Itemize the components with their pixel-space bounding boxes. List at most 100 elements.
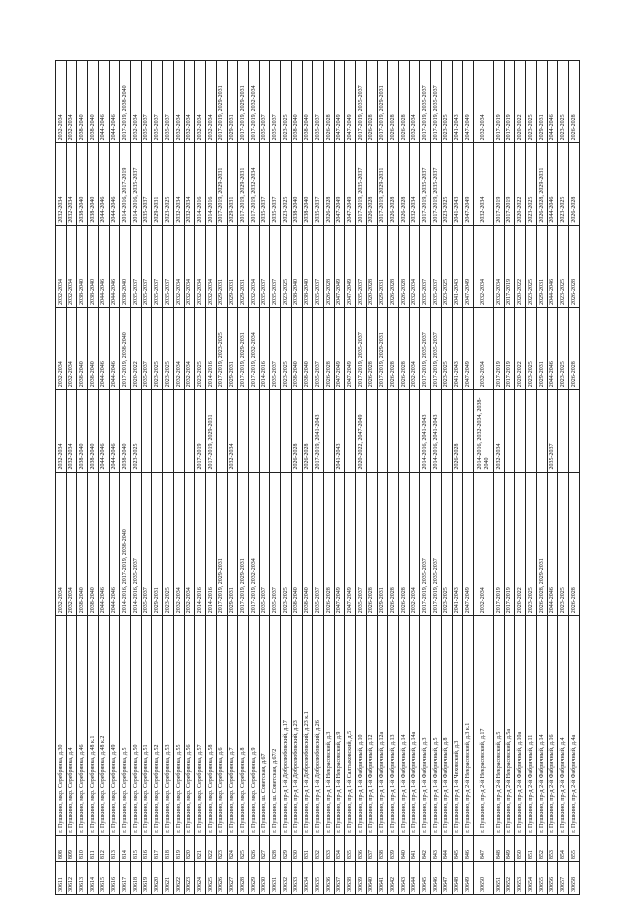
record-id-cell: 30658: [568, 861, 580, 895]
record-id-cell: 30631: [269, 861, 281, 895]
address-cell: г. Пушкино, пр-д 1-й Фабричный, д.12а: [377, 615, 388, 836]
period-cell-5: 2017-2019: [504, 142, 515, 226]
row-number-cell: 836: [355, 835, 367, 862]
period-cell-4: 2035-2037: [430, 225, 442, 308]
period-cell-3: 2032-2034: [55, 307, 67, 390]
row-number-cell: 809: [66, 835, 77, 862]
row-number-cell: 849: [504, 835, 515, 862]
address-cell: г. Пушкино, пр-д 2-й Фабричный, д.4а: [568, 615, 580, 836]
row-number-cell: 847: [473, 835, 494, 862]
period-cell-3: 2017-2019: [493, 307, 505, 390]
period-cell-3: 2017-2019, 2029-2031: [377, 307, 388, 390]
period-cell-2: 2017-2019: [194, 389, 206, 473]
row-number-cell: 828: [269, 835, 281, 862]
record-id-cell: 30653: [514, 861, 526, 895]
row-number-cell: 838: [377, 835, 388, 862]
address-cell: г. Пушкино, мкр. Серебрянка, д.48 к.1: [87, 615, 99, 836]
period-cell-4: 2017-2019: [504, 225, 515, 308]
period-cell-2: 2038-2040: [76, 389, 88, 473]
period-cell-2: [398, 389, 410, 473]
period-cell-3: 2038-2040: [76, 307, 88, 390]
record-id-cell: 30656: [547, 861, 558, 895]
period-cell-1: 2035-2037: [141, 472, 152, 616]
period-cell-1: 2014-2016, 2035-2037: [130, 472, 142, 616]
period-cell-6: 2017-2019: [493, 60, 505, 143]
row-number-cell: 855: [568, 835, 580, 862]
period-cell-3: 2032-2034: [173, 307, 185, 390]
period-cell-1: 2044-2046: [98, 472, 110, 616]
record-id-cell: 30613: [76, 861, 88, 895]
period-cell-5: 2044-2046: [98, 142, 110, 226]
period-cell-2: [557, 389, 569, 473]
period-cell-2: [525, 389, 537, 473]
period-cell-4: 2032-2034: [473, 225, 494, 308]
period-cell-4: 2044-2046: [547, 225, 558, 308]
period-cell-2: [151, 389, 163, 473]
period-cell-3: 2029-2031: [227, 307, 238, 390]
period-cell-5: 2035-2037: [259, 142, 270, 226]
period-cell-4: 2023-2025: [441, 225, 453, 308]
record-id-cell: 30626: [216, 861, 227, 895]
record-id-cell: 30624: [194, 861, 206, 895]
period-cell-1: 2029-2031: [377, 472, 388, 616]
row-number-cell: 822: [205, 835, 217, 862]
row-number-cell: 842: [419, 835, 431, 862]
period-cell-3: 2017-2019, 2032-2034: [248, 307, 260, 390]
period-cell-5: 2041-2043: [452, 142, 463, 226]
period-cell-5: 2035-2037: [141, 142, 152, 226]
period-cell-3: 2014-2016: [259, 307, 270, 390]
period-cell-6: 2026-2028: [366, 60, 378, 143]
period-cell-2: 2032-2034: [227, 389, 238, 473]
period-cell-2: 2032-2034: [55, 389, 67, 473]
address-cell: г. Пушкино, пр-д 1-й Некрасовский, д.9: [334, 615, 345, 836]
record-id-cell: 30644: [409, 861, 420, 895]
period-cell-6: 2032-2034: [194, 60, 206, 143]
record-id-cell: 30618: [130, 861, 142, 895]
period-cell-3: 2047-2049: [462, 307, 474, 390]
row-number-cell: 811: [87, 835, 99, 862]
period-cell-3: 2017-2019, 2035-2037: [430, 307, 442, 390]
address-cell: г. Пушкино, пр-д 1-й Добролюбовский, д.2…: [312, 615, 324, 836]
period-cell-6: 2032-2034: [473, 60, 494, 143]
period-cell-5: 2017-2019, 2029-2031: [216, 142, 227, 226]
period-cell-3: 2032-2034: [473, 307, 494, 390]
period-cell-2: 2032-2034: [66, 389, 77, 473]
row-number-cell: 819: [173, 835, 185, 862]
period-cell-5: 2032-2034: [473, 142, 494, 226]
period-cell-2: [173, 389, 185, 473]
address-cell: г. Пушкино, пр-д 2-й Некрасовский, д.5а: [504, 615, 515, 836]
period-cell-4: 2035-2037: [259, 225, 270, 308]
period-cell-6: 2035-2037: [312, 60, 324, 143]
record-id-cell: 30651: [493, 861, 505, 895]
address-cell: г. Пушкино, пр-д 2-й Фабричный, д.14: [536, 615, 548, 836]
period-cell-1: 2020-2022: [514, 472, 526, 616]
row-number-cell: 850: [514, 835, 526, 862]
period-cell-5: 2023-2025: [441, 142, 453, 226]
row-number-cell: 833: [323, 835, 335, 862]
period-cell-3: 2026-2028: [323, 307, 335, 390]
period-cell-6: 2032-2034: [130, 60, 142, 143]
period-cell-6: 2032-2034: [409, 60, 420, 143]
address-cell: г. Пушкино, мкр. Серебрянка, д.57: [194, 615, 206, 836]
period-cell-6: 2032-2034: [205, 60, 217, 143]
address-cell: г. Пушкино, мкр. Серебрянка, д.30: [55, 615, 67, 836]
period-cell-5: 2044-2046: [547, 142, 558, 226]
row-number-cell: 840: [398, 835, 410, 862]
period-cell-4: 2029-2031: [237, 225, 249, 308]
period-cell-4: 2032-2034: [409, 225, 420, 308]
period-cell-1: 2044-2046: [547, 472, 558, 616]
period-cell-5: 2017-2019, 2035-2037: [430, 142, 442, 226]
row-number-cell: 810: [76, 835, 88, 862]
